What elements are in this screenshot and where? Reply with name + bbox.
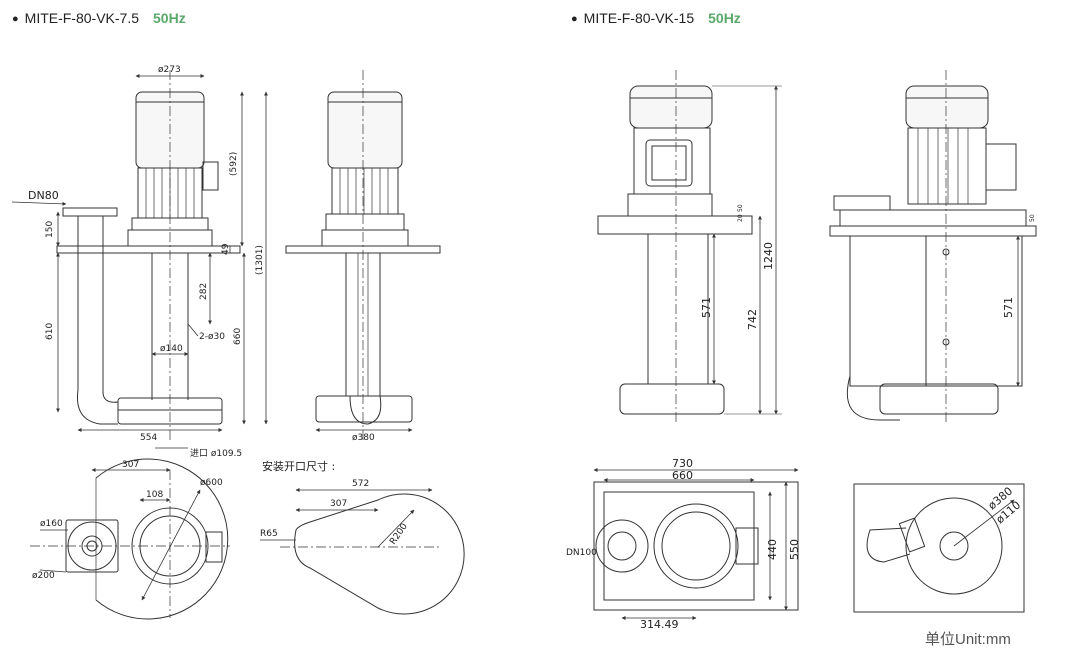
unit-label: 单位Unit:mm: [925, 631, 1011, 648]
right-plan-dimensions: 730 660 440 550 DN100 314.49: [566, 457, 801, 631]
dim-20: 20: [737, 214, 744, 222]
dim-holes: 2-ø30: [199, 332, 225, 342]
dim-1301: (1301): [255, 245, 265, 275]
dim-550: 550: [788, 539, 801, 560]
dim-592: (592): [229, 152, 239, 176]
left-front-view: [11, 70, 268, 449]
dim-diameter-160: ø160: [40, 519, 63, 529]
dim-108: 108: [146, 490, 163, 500]
dim-742: 742: [746, 309, 759, 330]
dim-49: 49: [221, 243, 231, 255]
dim-572: 572: [352, 479, 369, 489]
dim-660: 660: [233, 328, 243, 345]
dim-730: 730: [672, 457, 693, 470]
left-model-name: MITE-F-80-VK-7.5: [24, 10, 140, 26]
left-model-frequency: 50Hz: [153, 10, 186, 26]
dim-side-50: 50: [1029, 214, 1036, 222]
dim-50: 50: [737, 204, 744, 212]
left-front-dimensions: ø273 DN80 (592) (1301) 150 49 282 610 66…: [28, 65, 265, 459]
dim-314: 314.49: [640, 618, 679, 631]
dim-150: 150: [45, 221, 55, 238]
install-opening-dimensions: 572 307 R65 R200: [260, 479, 410, 547]
right-model-header: ● MITE-F-80-VK-15 50Hz: [571, 10, 741, 26]
dim-307: 307: [122, 460, 139, 470]
dim-r65: R65: [260, 529, 278, 539]
right-front-view: [597, 70, 782, 425]
left-plan-view: [30, 458, 230, 620]
dim-440: 440: [766, 539, 779, 560]
dim-diameter-380: ø380: [352, 433, 375, 443]
dim-diameter-140: ø140: [160, 344, 183, 354]
dim-plan-660: 660: [672, 469, 693, 482]
right-detail-view: [853, 483, 1025, 613]
right-model-name: MITE-F-80-VK-15: [583, 10, 695, 26]
dim-install-307: 307: [330, 499, 347, 509]
dim-610: 610: [45, 323, 55, 340]
dim-r200: R200: [388, 522, 410, 547]
right-detail-dimensions: ø380 ø110: [986, 485, 1024, 527]
install-opening-shape: [260, 488, 465, 615]
dim-1240: 1240: [762, 242, 775, 270]
left-side-view: [285, 70, 441, 440]
dim-dn80: DN80: [28, 189, 59, 202]
right-side-dimensions: 50 571: [1002, 214, 1036, 318]
dim-inlet: 进口 ø109.5: [190, 448, 242, 459]
dim-diameter-600: ø600: [200, 478, 223, 488]
dim-diameter-273: ø273: [158, 65, 181, 75]
left-plan-dimensions: 307 108 ø600 ø160 ø200: [32, 460, 223, 581]
bullet-icon: ●: [12, 13, 19, 25]
install-opening-title: 安装开口尺寸 :: [262, 459, 335, 473]
dim-571: 571: [700, 297, 713, 318]
left-model-header: ● MITE-F-80-VK-7.5 50Hz: [12, 10, 186, 26]
right-side-view: [829, 70, 1037, 425]
dim-554: 554: [140, 433, 157, 443]
dim-dn: DN100: [566, 548, 597, 558]
right-model-frequency: 50Hz: [708, 10, 741, 26]
dim-282: 282: [199, 283, 209, 300]
right-plan-view: [593, 468, 799, 620]
dim-side-571: 571: [1002, 297, 1015, 318]
dim-diameter-200: ø200: [32, 571, 55, 581]
right-front-dimensions: 50 20 1240 571 742: [700, 204, 775, 330]
bullet-icon: ●: [571, 13, 578, 25]
